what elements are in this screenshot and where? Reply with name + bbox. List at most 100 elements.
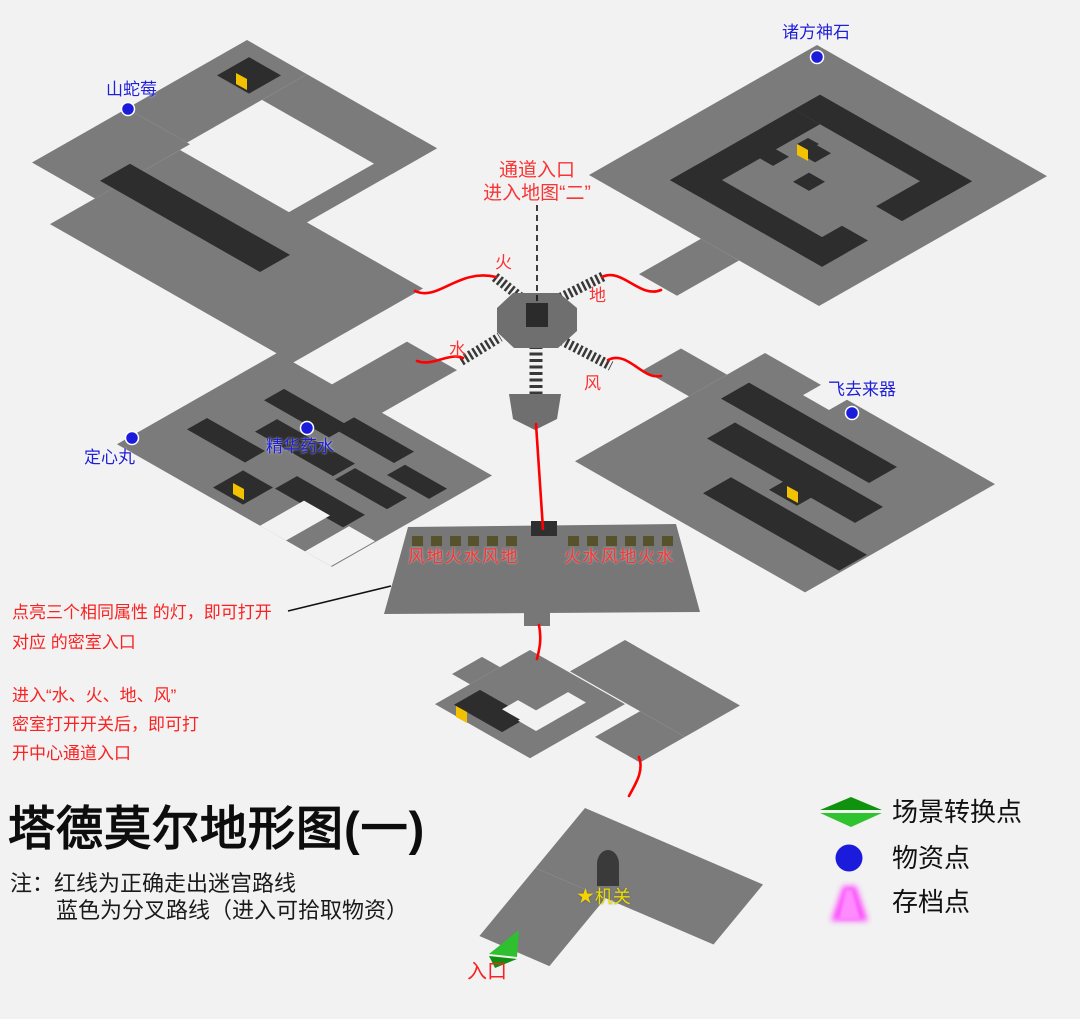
chest-icon <box>456 700 478 723</box>
wind-maze-stub <box>643 348 727 397</box>
legend-label-save-point: 存档点 <box>892 887 971 917</box>
note-line1: 注：红线为正确走出迷宫路线 <box>10 871 297 896</box>
water-wall-4 <box>335 468 407 510</box>
lamp-row-right-label: 火水风地火水 <box>564 547 675 566</box>
hint-pointer-line <box>287 585 392 612</box>
earth-ring-bottom <box>670 165 848 267</box>
water-wall-2 <box>334 417 414 464</box>
star-icon: ★ <box>576 885 595 908</box>
room-hint-line1: 进入“水、火、地、风” <box>12 686 177 705</box>
water-wall-3 <box>255 419 355 477</box>
route-fire <box>413 274 498 295</box>
item-label-zhufangshenshi: 诸方神石 <box>782 23 850 42</box>
mechanism-stone <box>597 850 619 886</box>
entrance-label: 入口 <box>467 961 507 983</box>
note-line2: 蓝色为分叉路线（进入可拾取物资） <box>56 898 409 923</box>
lamp-hint-line1: 点亮三个相同属性 的灯，即可打开 <box>12 603 272 622</box>
wind-maze-map <box>575 348 995 593</box>
wind-bridge <box>554 333 614 371</box>
chest-icon <box>233 477 255 500</box>
earth-ring-top <box>794 94 972 197</box>
passage-label-line1: 通道入口 <box>498 160 575 181</box>
room-hint-line2: 密室打开开关后，即可打 <box>12 715 199 734</box>
supply-points <box>120 49 860 446</box>
s-maze-slot-2 <box>502 700 554 730</box>
route-wind <box>606 356 663 378</box>
lamp-platform <box>384 524 700 614</box>
supply-point-icon <box>124 430 140 446</box>
s-maze-right-bar <box>570 640 740 737</box>
route-hub-platform <box>534 422 545 531</box>
route-water <box>415 355 465 364</box>
supply-point-icon <box>120 101 136 117</box>
fire-maze-connector <box>269 138 437 234</box>
earth-maze-plate <box>589 45 1047 307</box>
platform-tab <box>524 610 550 626</box>
supply-point-icon <box>299 420 315 436</box>
s-maze-right <box>570 640 740 763</box>
s-maze-pit <box>454 689 528 733</box>
item-label-jinghuayaoshui: 精华药水 <box>266 437 334 456</box>
route-smaze-entrance <box>627 755 642 798</box>
s-maze-left-step <box>452 656 500 685</box>
wind-notch <box>803 375 863 410</box>
water-bridge <box>458 332 503 366</box>
earth-ring-right-a <box>876 166 972 222</box>
chest-icon <box>236 67 258 90</box>
water-wall-5 <box>187 417 265 463</box>
hub-doorway <box>526 303 548 327</box>
chest-icon <box>787 480 809 503</box>
legend-label-supply-point: 物资点 <box>892 843 971 873</box>
route-lines <box>413 273 663 798</box>
hub-label-wind: 风 <box>584 374 601 393</box>
legend-save-point-icon <box>831 886 868 921</box>
supply-point-icon <box>844 405 860 421</box>
passage-label-line2: 进入地图“二” <box>483 183 591 204</box>
hub-label-water: 水 <box>449 340 466 359</box>
water-slot-1 <box>260 500 330 541</box>
s-maze-left <box>435 650 625 759</box>
scene-transition-icon <box>489 930 519 968</box>
room-hint-line3: 开中心通道入口 <box>12 744 131 763</box>
s-maze-left-plate <box>435 650 625 759</box>
item-label-shanshemei: 山蛇莓 <box>106 80 157 99</box>
mechanism-label: ★机关 <box>576 885 631 908</box>
lamp-row-left-label: 风地火水风地 <box>408 547 519 566</box>
s-maze-right-leg <box>595 711 685 763</box>
entrance-map <box>479 808 763 967</box>
water-slot-2 <box>305 526 375 567</box>
earth-ring-right-b <box>796 225 868 267</box>
page-title: 塔德莫尔地形图(一) <box>8 802 426 855</box>
wind-wall-2 <box>707 422 883 523</box>
earth-block-2 <box>757 147 789 166</box>
wind-wall-1 <box>721 382 897 483</box>
legend-label-scene-transition: 场景转换点 <box>892 797 1023 827</box>
item-label-dingxinwan: 定心丸 <box>84 448 135 467</box>
hub-label-fire: 火 <box>495 253 512 272</box>
fire-maze-trench <box>100 163 290 272</box>
route-earth <box>600 273 663 293</box>
fire-maze-arm <box>32 108 190 199</box>
item-label-feiqulaiqi: 飞去来器 <box>828 380 896 399</box>
water-wall-6 <box>275 476 365 528</box>
legend-scene-transition-icon <box>820 797 882 827</box>
chest-icon <box>797 138 819 161</box>
water-wall-7 <box>387 464 447 499</box>
route-platform-smaze <box>535 623 542 661</box>
mechanism-text: 机关 <box>594 887 631 907</box>
earth-maze-stub <box>639 238 739 296</box>
lamp-hint-line2: 对应 的密室入口 <box>12 633 136 652</box>
earth-block-3 <box>793 172 825 191</box>
supply-point-icon <box>809 49 825 65</box>
wind-wall-3 <box>703 477 867 571</box>
hub-foot-plate <box>509 394 561 430</box>
earth-bridge <box>553 271 607 305</box>
earth-maze-map <box>589 45 1047 307</box>
legend-supply-point-icon <box>835 844 863 872</box>
fire-maze-strip <box>262 74 437 174</box>
lamp-row <box>412 536 673 546</box>
water-maze-arm <box>329 341 457 415</box>
entrance-plate <box>535 808 763 945</box>
